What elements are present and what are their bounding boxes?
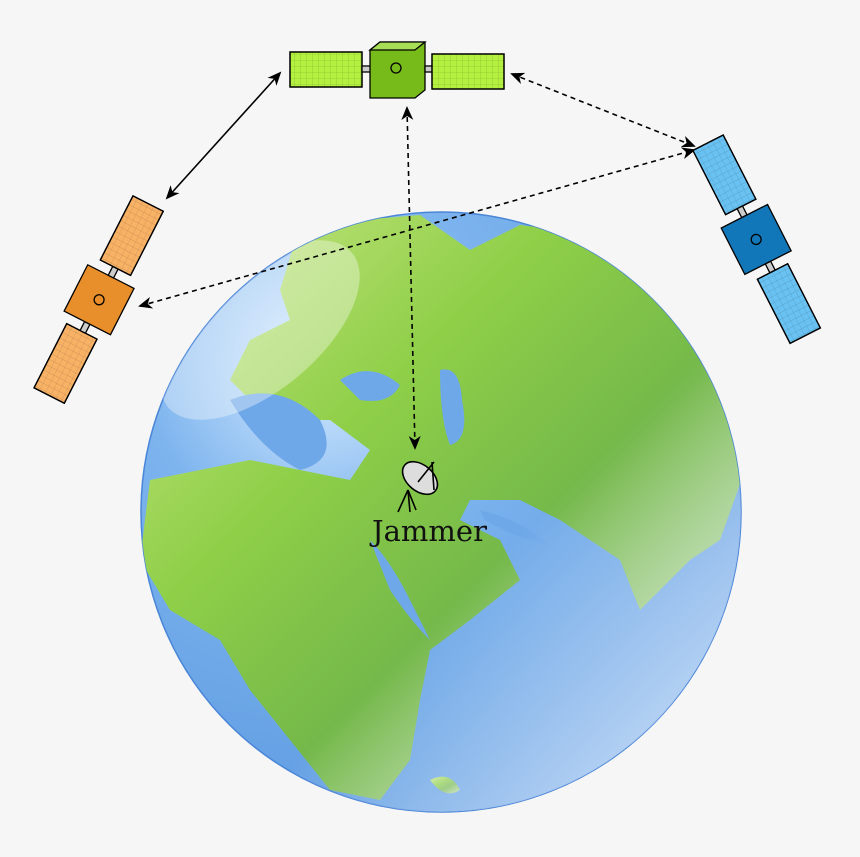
- continents: [141, 212, 741, 812]
- link-green-blue: [510, 72, 696, 148]
- link-orange-blue: [138, 147, 696, 309]
- jammer-label: Jammer: [369, 514, 487, 548]
- satellite-blue: [692, 134, 822, 345]
- link-green-orange: [165, 71, 282, 200]
- earth-globe: [140, 211, 742, 813]
- satellite-green: [289, 41, 505, 99]
- satellite-orange: [33, 194, 165, 405]
- jammer-dish-icon: [397, 460, 439, 513]
- links: [138, 71, 696, 450]
